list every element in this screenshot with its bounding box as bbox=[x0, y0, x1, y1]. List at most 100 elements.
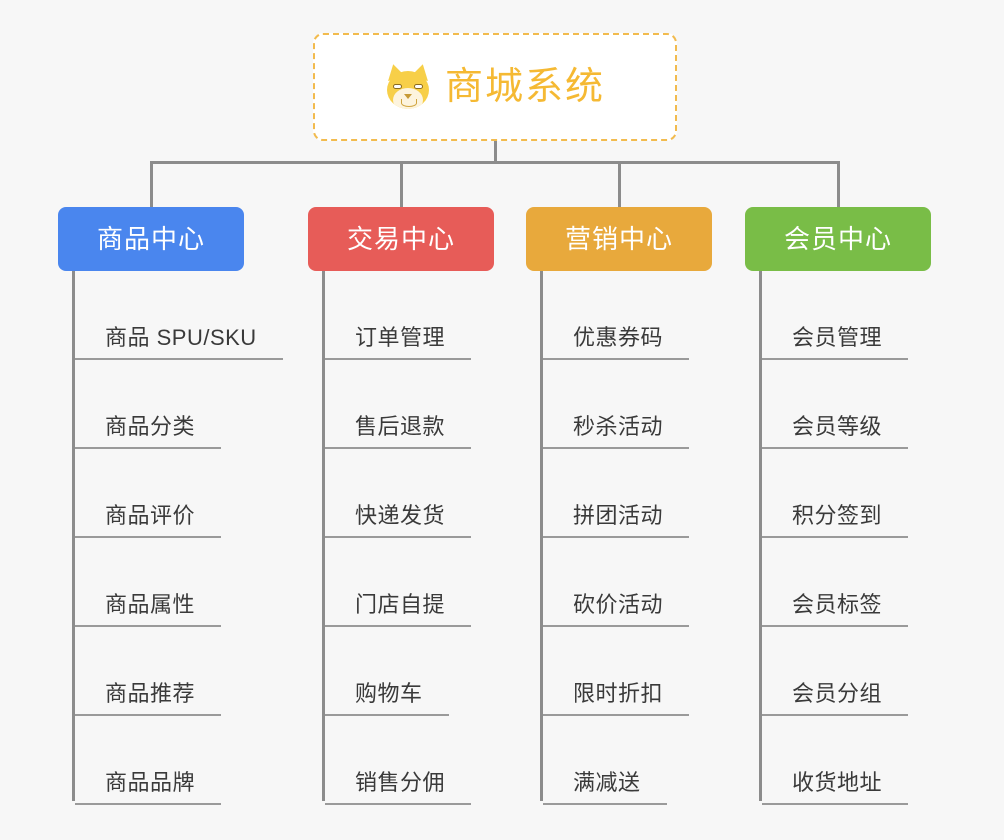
leaf-item-label: 快递发货 bbox=[355, 503, 446, 528]
category-label-marketing-center: 营销中心 bbox=[564, 224, 673, 254]
connector-horizontal-bus bbox=[150, 161, 840, 164]
leaf-item-underline bbox=[325, 714, 449, 716]
spine-member-center bbox=[759, 271, 762, 801]
leaf-item-label: 商品 SPU/SKU bbox=[105, 325, 257, 350]
leaf-item-label: 购物车 bbox=[355, 681, 423, 706]
leaf-item[interactable]: 商品属性 bbox=[75, 538, 222, 627]
leaf-item-underline bbox=[543, 447, 690, 449]
dog-eye-right-icon bbox=[413, 84, 423, 89]
leaf-item[interactable]: 商品评价 bbox=[75, 449, 222, 538]
connector-root-stem bbox=[494, 141, 497, 163]
column-member-center: 会员中心 bbox=[745, 207, 931, 271]
leaf-item[interactable]: 会员标签 bbox=[762, 538, 909, 627]
leaf-item-underline bbox=[543, 803, 667, 805]
leaf-item-underline bbox=[325, 625, 472, 627]
leaf-item-underline bbox=[75, 358, 283, 360]
leaf-item-label: 优惠券码 bbox=[573, 325, 664, 350]
connector-drop-marketing-center bbox=[618, 161, 621, 207]
category-box-product-center[interactable]: 商品中心 bbox=[58, 207, 244, 271]
leaf-item-label: 商品评价 bbox=[105, 503, 196, 528]
connector-drop-product-center bbox=[150, 161, 153, 207]
column-product-center: 商品中心 bbox=[58, 207, 244, 271]
leaf-item-underline bbox=[325, 447, 472, 449]
leaf-item[interactable]: 购物车 bbox=[325, 627, 449, 716]
category-box-member-center[interactable]: 会员中心 bbox=[745, 207, 931, 271]
leaf-item[interactable]: 门店自提 bbox=[325, 538, 472, 627]
dog-icon bbox=[384, 62, 432, 110]
leaf-item[interactable]: 快递发货 bbox=[325, 449, 472, 538]
leaf-item[interactable]: 积分签到 bbox=[762, 449, 909, 538]
leaf-item[interactable]: 秒杀活动 bbox=[543, 360, 690, 449]
leaf-item-label: 收货地址 bbox=[792, 770, 883, 795]
leaf-item-underline bbox=[75, 447, 222, 449]
leaf-item-underline bbox=[762, 714, 909, 716]
leaf-item-underline bbox=[75, 714, 222, 716]
dog-head-icon bbox=[386, 71, 429, 109]
category-box-trade-center[interactable]: 交易中心 bbox=[308, 207, 494, 271]
leaf-item[interactable]: 收货地址 bbox=[762, 716, 909, 805]
leaf-item[interactable]: 商品品牌 bbox=[75, 716, 222, 805]
category-label-product-center: 商品中心 bbox=[96, 224, 205, 254]
category-label-member-center: 会员中心 bbox=[783, 224, 892, 254]
leaf-item-label: 售后退款 bbox=[355, 414, 446, 439]
leaf-item[interactable]: 满减送 bbox=[543, 716, 667, 805]
dog-mouth-icon bbox=[400, 99, 417, 107]
leaf-item[interactable]: 砍价活动 bbox=[543, 538, 690, 627]
leaf-item-label: 限时折扣 bbox=[573, 681, 664, 706]
leaf-item-underline bbox=[325, 803, 472, 805]
root-title: 商城系统 bbox=[444, 66, 605, 108]
leaf-item-underline bbox=[762, 536, 909, 538]
leaf-item[interactable]: 优惠券码 bbox=[543, 271, 690, 360]
dog-eye-left-icon bbox=[392, 84, 402, 89]
leaf-item-underline bbox=[543, 358, 690, 360]
column-trade-center: 交易中心 bbox=[308, 207, 494, 271]
leaf-item[interactable]: 会员分组 bbox=[762, 627, 909, 716]
connector-drop-trade-center bbox=[400, 161, 403, 207]
leaf-item-underline bbox=[762, 447, 909, 449]
leaf-item-underline bbox=[762, 803, 909, 805]
leaf-item[interactable]: 商品推荐 bbox=[75, 627, 222, 716]
spine-marketing-center bbox=[540, 271, 543, 801]
leaf-item-label: 秒杀活动 bbox=[573, 414, 664, 439]
dog-nose-icon bbox=[403, 94, 412, 99]
leaf-item-underline bbox=[543, 714, 690, 716]
leaf-item-label: 商品推荐 bbox=[105, 681, 196, 706]
leaf-item-label: 会员分组 bbox=[792, 681, 883, 706]
leaf-item[interactable]: 订单管理 bbox=[325, 271, 472, 360]
leaf-item-label: 会员管理 bbox=[792, 325, 883, 350]
column-marketing-center: 营销中心 bbox=[526, 207, 712, 271]
leaf-item-label: 砍价活动 bbox=[573, 592, 664, 617]
leaf-item[interactable]: 限时折扣 bbox=[543, 627, 690, 716]
leaf-item-label: 商品属性 bbox=[105, 592, 196, 617]
category-box-marketing-center[interactable]: 营销中心 bbox=[526, 207, 712, 271]
leaf-item-underline bbox=[325, 536, 472, 538]
leaf-item[interactable]: 售后退款 bbox=[325, 360, 472, 449]
leaf-item-label: 订单管理 bbox=[355, 325, 446, 350]
root-node[interactable]: 商城系统 bbox=[313, 33, 677, 141]
leaf-item-label: 会员标签 bbox=[792, 592, 883, 617]
leaf-item-underline bbox=[75, 625, 222, 627]
leaf-item[interactable]: 商品分类 bbox=[75, 360, 222, 449]
leaf-item[interactable]: 会员等级 bbox=[762, 360, 909, 449]
leaf-item-underline bbox=[543, 536, 690, 538]
leaf-item-label: 积分签到 bbox=[792, 503, 883, 528]
leaf-item-underline bbox=[75, 536, 222, 538]
leaf-item[interactable]: 销售分佣 bbox=[325, 716, 472, 805]
spine-trade-center bbox=[322, 271, 325, 801]
leaf-item-label: 门店自提 bbox=[355, 592, 446, 617]
category-label-trade-center: 交易中心 bbox=[346, 224, 455, 254]
leaf-item-label: 商品分类 bbox=[105, 414, 196, 439]
leaf-item-underline bbox=[543, 625, 690, 627]
leaf-item-underline bbox=[325, 358, 472, 360]
leaf-item-underline bbox=[762, 358, 909, 360]
leaf-item[interactable]: 会员管理 bbox=[762, 271, 909, 360]
leaf-item-label: 会员等级 bbox=[792, 414, 883, 439]
connector-drop-member-center bbox=[837, 161, 840, 207]
leaf-item[interactable]: 拼团活动 bbox=[543, 449, 690, 538]
leaf-item[interactable]: 商品 SPU/SKU bbox=[75, 271, 283, 360]
leaf-item-label: 销售分佣 bbox=[355, 770, 446, 795]
leaf-item-label: 满减送 bbox=[573, 770, 641, 795]
leaf-item-underline bbox=[762, 625, 909, 627]
spine-product-center bbox=[72, 271, 75, 801]
